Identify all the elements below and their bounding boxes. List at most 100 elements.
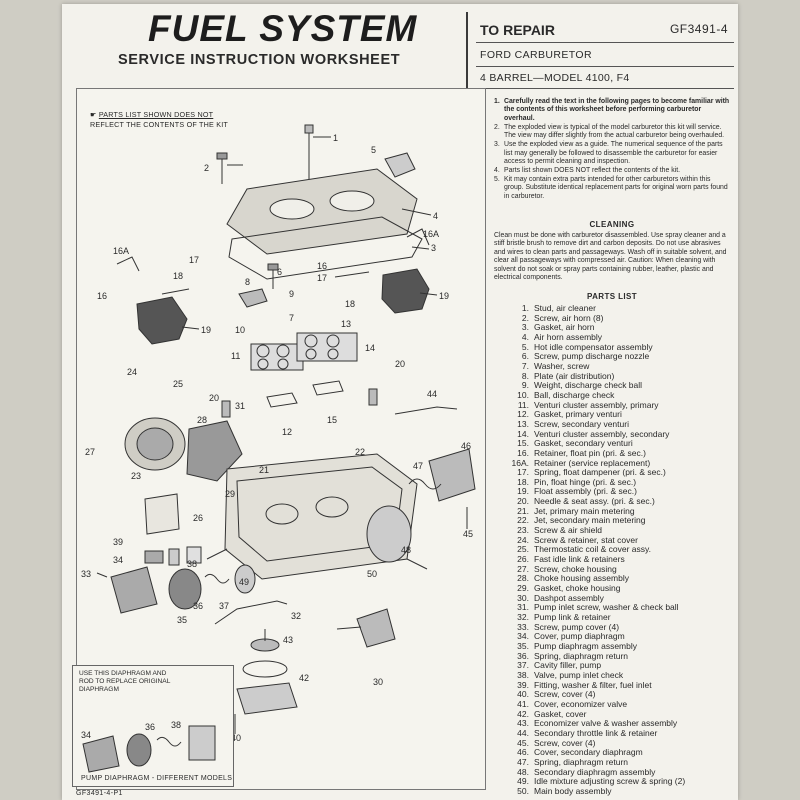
parts-list-item: 34.Cover, pump diaphragm bbox=[510, 631, 738, 642]
part-description: Screw, choke housing bbox=[534, 563, 617, 574]
parts-list-item: 31.Pump inlet screw, washer & check ball bbox=[510, 603, 738, 613]
air-horn-part bbox=[226, 168, 418, 255]
stud-nut-part bbox=[304, 124, 314, 134]
callout-2: 2 bbox=[204, 163, 209, 173]
callout-29: 29 bbox=[225, 489, 235, 499]
part-number: 42. bbox=[517, 708, 529, 719]
pump-spring-part bbox=[204, 573, 230, 584]
part-number: 32. bbox=[517, 612, 529, 622]
parts-list-item: 37.Cavity filler, pump bbox=[510, 660, 738, 671]
callout-4: 4 bbox=[433, 211, 438, 221]
part-description: Screw, cover (4) bbox=[534, 689, 596, 700]
callout-48: 48 bbox=[401, 545, 411, 555]
callout-13: 13 bbox=[341, 319, 351, 329]
part-number: 16. bbox=[517, 447, 529, 458]
part-description: Screw, air horn (8) bbox=[534, 312, 604, 323]
part-description: Secondary diaphragm assembly bbox=[534, 766, 656, 777]
instruction-item: 5.Kit may contain extra parts intended f… bbox=[494, 176, 728, 200]
callout-46: 46 bbox=[461, 441, 471, 451]
callout-39: 39 bbox=[113, 537, 123, 547]
part-number: 28. bbox=[517, 573, 529, 584]
callout-20-left: 20 bbox=[209, 393, 219, 403]
parts-list-item: 50.Main body assembly bbox=[510, 785, 738, 797]
callout-28: 28 bbox=[197, 415, 207, 425]
inset-callout-38: 38 bbox=[171, 720, 181, 730]
part-description: Spring, diaphragm return bbox=[534, 650, 629, 661]
float-pin-right bbox=[334, 271, 370, 278]
part-description: Gasket, air horn bbox=[534, 322, 595, 333]
part-description: Screw, cover (4) bbox=[534, 737, 596, 748]
inset-callout-34: 34 bbox=[81, 730, 91, 740]
air-shield-part bbox=[144, 493, 180, 535]
form-number: GF3491-4 bbox=[669, 22, 728, 36]
callout-26: 26 bbox=[193, 513, 203, 523]
parts-list-item: 29. Gasket, choke housing bbox=[510, 583, 738, 594]
footer-code: GF3491-4-P1 bbox=[76, 790, 123, 797]
part-number: 50. bbox=[517, 785, 529, 796]
part-description: Washer, screw bbox=[534, 360, 590, 371]
callout-36: 36 bbox=[193, 601, 203, 611]
part-description: Gasket, secondary venturi bbox=[534, 438, 633, 449]
part-number: 24. bbox=[517, 534, 529, 545]
inset-callout-36: 36 bbox=[145, 722, 155, 732]
secondary-diaphragm-part bbox=[366, 505, 412, 563]
part-number: 29. bbox=[517, 583, 529, 594]
part-description: Ball, discharge check bbox=[534, 389, 615, 400]
part-description: Gasket, primary venturi bbox=[534, 409, 622, 420]
parts-list-item: 5.Hot idle compensator assembly bbox=[510, 342, 738, 353]
primary-venturi-cluster bbox=[250, 343, 304, 371]
pump-link-part bbox=[214, 600, 288, 625]
part-number: 25. bbox=[517, 544, 529, 555]
part-number: 33. bbox=[517, 621, 529, 632]
callout-3: 3 bbox=[431, 243, 436, 253]
callout-19-left: 19 bbox=[201, 325, 211, 335]
part-number: 47. bbox=[517, 756, 529, 767]
part-number: 40. bbox=[517, 689, 529, 700]
float-pin-left bbox=[161, 288, 190, 295]
part-description: Dashpot assembly bbox=[534, 592, 604, 603]
part-description: Economizer valve & washer assembly bbox=[534, 718, 678, 729]
secondary-throttle-link bbox=[394, 406, 458, 415]
secondary-diaphragm-cover bbox=[428, 448, 476, 502]
part-description: Needle & seat assy. (pri. & sec.) bbox=[534, 496, 655, 507]
part-description: Pump diaphragm assembly bbox=[534, 640, 637, 651]
part-number: 48. bbox=[517, 766, 529, 777]
part-number: 18. bbox=[517, 476, 529, 487]
part-description: Cover, secondary diaphragm bbox=[534, 747, 643, 758]
parts-list-item: 3. Gasket, air horn bbox=[510, 322, 738, 333]
parts-list-item: 15.Gasket, secondary venturi bbox=[510, 438, 738, 449]
parts-list-item: 16A.Retainer (service replacement) bbox=[510, 458, 738, 469]
parts-list-item: 22.Jet, secondary main metering bbox=[510, 516, 738, 526]
callout-19-right: 19 bbox=[439, 291, 449, 301]
part-number: 19. bbox=[517, 486, 529, 497]
part-number: 2. bbox=[521, 312, 529, 323]
callout-11: 11 bbox=[231, 351, 240, 361]
callout-49: 49 bbox=[239, 577, 249, 587]
part-description: Plate (air distribution) bbox=[534, 370, 615, 381]
callout-1: 1 bbox=[333, 133, 338, 143]
part-number: 30. bbox=[517, 592, 529, 603]
pump-diaphragm-inset: USE THIS DIAPHRAGM AND ROD TO REPLACE OR… bbox=[72, 665, 234, 787]
pump-cover-part bbox=[110, 566, 158, 614]
callout-34: 34 bbox=[113, 555, 123, 565]
parts-list-item: 17.Spring, float dampener (pri. & sec.) bbox=[510, 467, 738, 478]
parts-list-item: 12.Gasket, primary venturi bbox=[510, 409, 738, 420]
choke-housing-part bbox=[186, 420, 243, 482]
part-number: 20. bbox=[517, 496, 529, 507]
part-number: 17. bbox=[517, 467, 529, 478]
callout-50: 50 bbox=[367, 569, 377, 579]
part-description: Screw, pump discharge nozzle bbox=[534, 351, 650, 362]
part-number: 3. bbox=[521, 322, 529, 333]
pump-screw-part bbox=[96, 572, 108, 578]
callout-8: 8 bbox=[245, 277, 250, 287]
part-number: 31. bbox=[517, 602, 529, 613]
page-title: FUEL SYSTEM bbox=[148, 8, 418, 49]
part-description: Air horn assembly bbox=[534, 331, 603, 342]
callout-45: 45 bbox=[463, 529, 473, 539]
parts-list-item: 8.Plate (air distribution) bbox=[510, 370, 738, 382]
part-description: Gasket, choke housing bbox=[534, 583, 621, 594]
part-number: 6. bbox=[521, 351, 529, 362]
part-number: 49. bbox=[517, 776, 529, 787]
parts-list-item: 48. Secondary diaphragm assembly bbox=[510, 766, 738, 778]
parts-list-item: 20. Needle & seat assy. (pri. & sec.) bbox=[510, 496, 738, 507]
